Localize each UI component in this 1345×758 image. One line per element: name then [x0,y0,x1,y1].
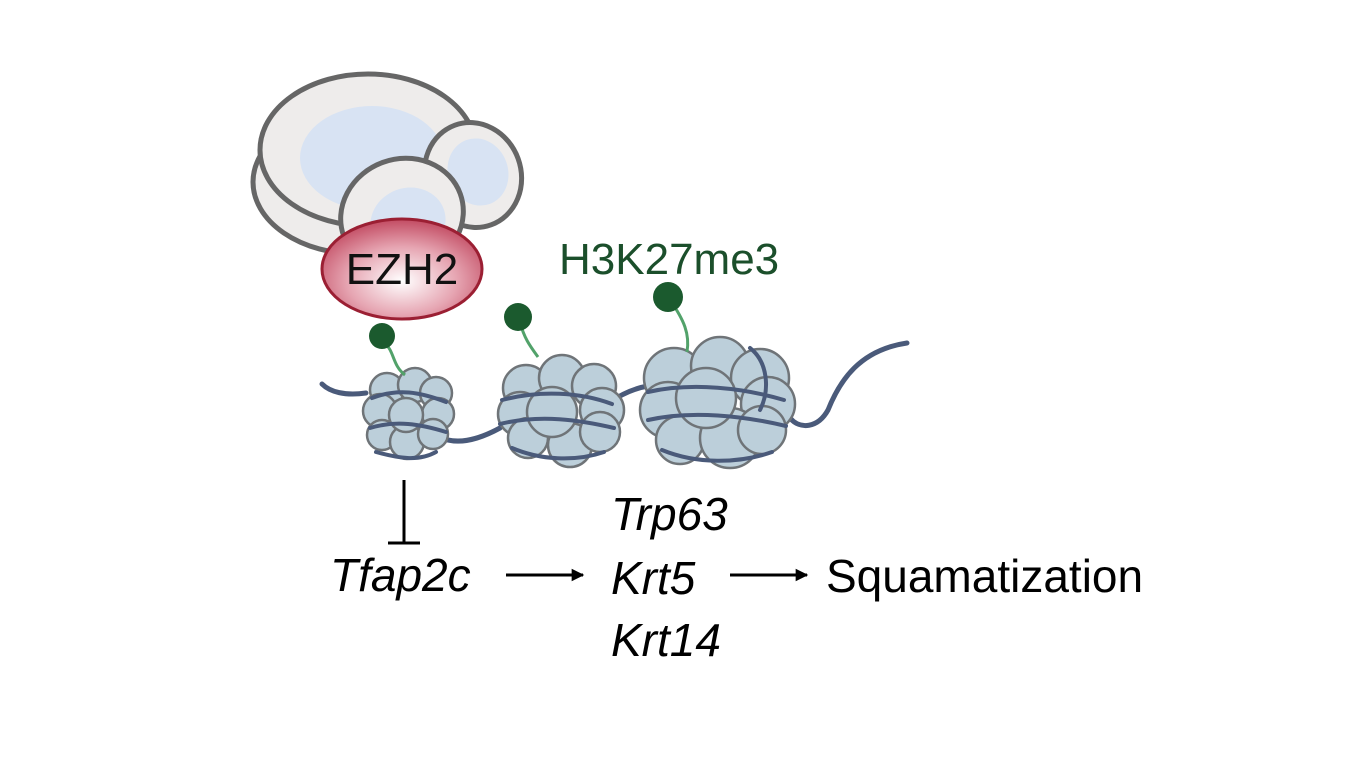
nucleosome-2 [496,353,626,469]
dna-strand [319,340,910,444]
gene-krt14: Krt14 [611,614,721,666]
inhibition-bar-icon [388,480,420,545]
gene-krt5: Krt5 [611,552,696,604]
gene-trp63: Trp63 [611,488,728,540]
methyl-mark-1 [369,323,406,377]
methyl-mark-2 [504,303,540,358]
ezh2-subunit: EZH2 [320,217,484,321]
h3k27me3-label: H3K27me3 [559,235,779,284]
nucleosome-3 [638,335,797,470]
methyl-mark-3 [653,282,690,353]
outcome-squamatization: Squamatization [826,550,1143,602]
gene-tfap2c: Tfap2c [330,549,471,601]
prc2-complex-icon [250,71,525,275]
nucleosome-1 [361,366,456,461]
ezh2-label: EZH2 [346,245,458,294]
